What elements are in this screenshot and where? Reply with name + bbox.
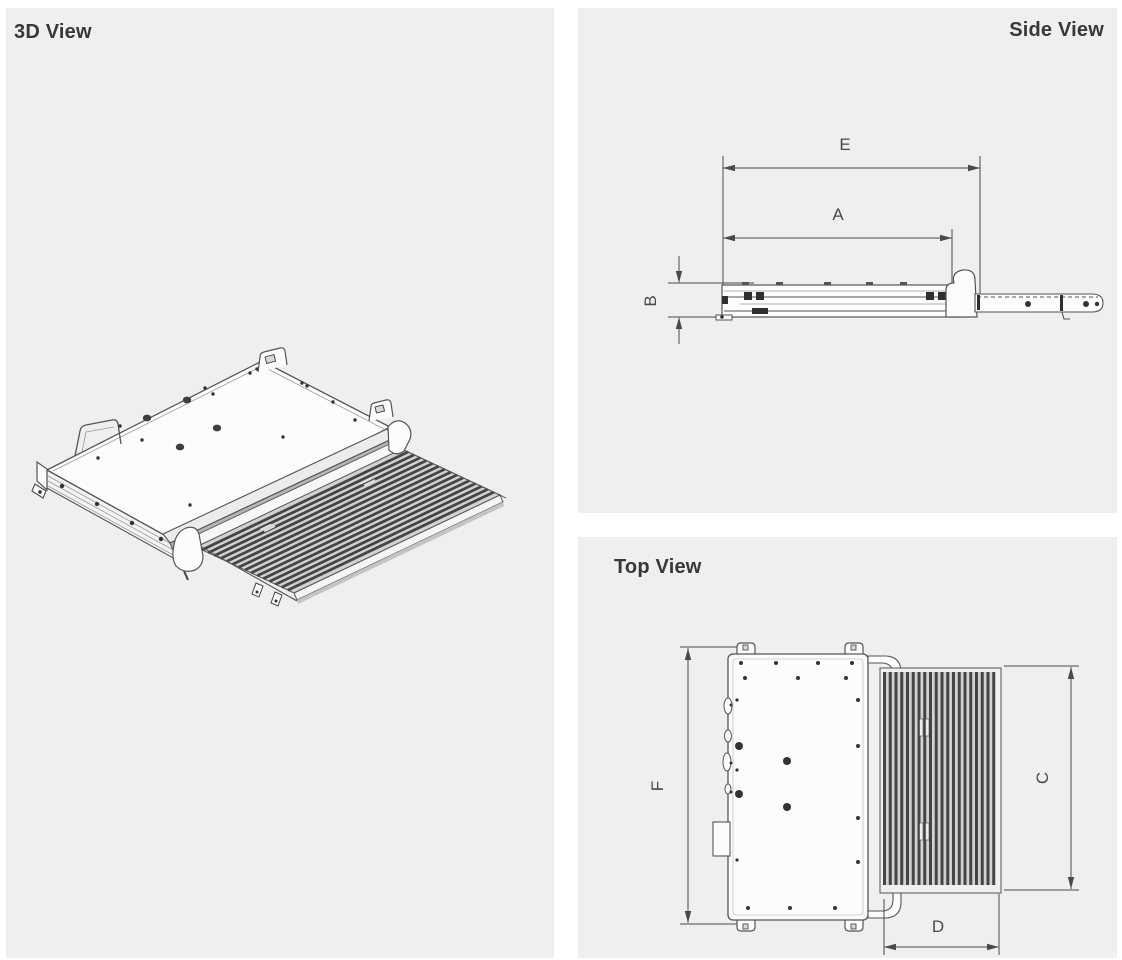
step-feet bbox=[251, 582, 283, 607]
panel-side-title: Side View bbox=[1009, 19, 1104, 41]
dim-d-label: D bbox=[932, 917, 944, 936]
panel-top-view: Top View F bbox=[578, 537, 1117, 958]
dim-c: C bbox=[1004, 665, 1079, 891]
mounting-tab-left bbox=[74, 419, 122, 457]
mounting-tab-right bbox=[368, 399, 394, 422]
top-left-mechanism bbox=[712, 697, 733, 857]
dim-f: F bbox=[648, 646, 748, 925]
side-body bbox=[715, 282, 963, 321]
panel-side-view: Side View E A B bbox=[578, 8, 1117, 513]
dim-f-label: F bbox=[648, 781, 667, 791]
panel-top-title: Top View bbox=[614, 556, 702, 578]
tread-ribs-top bbox=[883, 672, 996, 885]
side-pivot-bracket bbox=[945, 269, 978, 318]
dim-e-label: E bbox=[839, 135, 850, 154]
top-tread bbox=[879, 667, 1002, 894]
tread-ribs-3d bbox=[201, 450, 495, 592]
dim-d: D bbox=[883, 894, 1000, 955]
top-view-drawing: F bbox=[648, 642, 1079, 955]
tread-slots-top bbox=[919, 718, 930, 841]
tread-3d bbox=[190, 448, 507, 604]
dim-b: B bbox=[641, 256, 754, 344]
dim-b-label: B bbox=[641, 295, 660, 306]
top-chassis bbox=[727, 642, 869, 932]
pivot-bracket bbox=[172, 526, 204, 581]
3d-view-drawing bbox=[31, 347, 507, 607]
side-view-drawing: E A B bbox=[641, 135, 1104, 344]
panel-3d-view: 3D View bbox=[6, 8, 554, 958]
right-hinge-bracket bbox=[387, 420, 412, 455]
mounting-tab-top bbox=[257, 347, 288, 373]
dim-a-label: A bbox=[832, 205, 844, 224]
side-slide-arm bbox=[974, 293, 1104, 320]
panel-3d-title: 3D View bbox=[14, 21, 92, 43]
dim-c-label: C bbox=[1033, 772, 1052, 784]
tread-slots-3d bbox=[260, 477, 376, 533]
